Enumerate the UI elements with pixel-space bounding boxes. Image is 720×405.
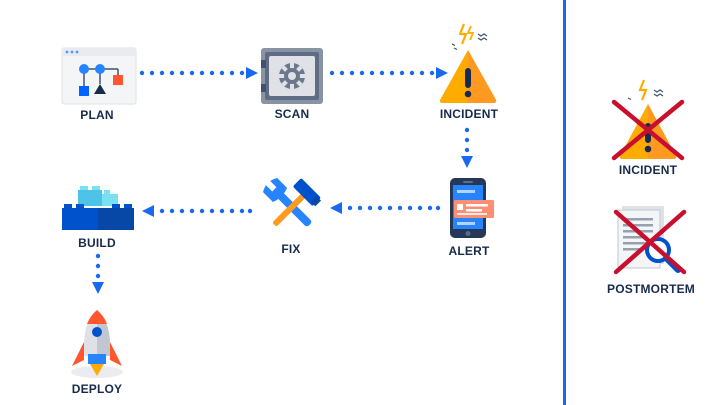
- vertical-divider: [563, 0, 566, 405]
- fix-label: FIX: [281, 242, 301, 256]
- alert-phone-icon: [450, 178, 494, 238]
- deploy-label: DEPLOY: [71, 382, 123, 396]
- arrow-alert-to-fix: [330, 202, 441, 214]
- arrow-plan-to-scan: [139, 67, 258, 79]
- arrow-build-to-deploy: [92, 253, 104, 294]
- incident-label: INCIDENT: [439, 107, 499, 121]
- arrow-scan-to-incident: [329, 67, 448, 79]
- deploy-rocket-icon: [71, 310, 123, 378]
- scan-vault-icon: [261, 48, 323, 104]
- arrow-fix-to-build: [142, 205, 253, 217]
- removed-incident-label: INCIDENT: [618, 163, 678, 177]
- scan-label: SCAN: [274, 107, 310, 121]
- arrow-incident-to-alert: [461, 127, 473, 168]
- plan-label: PLAN: [80, 108, 114, 122]
- plan-flowchart-icon: [61, 47, 137, 105]
- alert-label: ALERT: [448, 244, 490, 258]
- fix-tools-icon: [263, 178, 321, 227]
- build-label: BUILD: [78, 236, 116, 250]
- removed-incident-icon: [611, 79, 685, 161]
- removed-postmortem-icon: [613, 206, 687, 275]
- build-blocks-icon: [62, 186, 134, 230]
- removed-postmortem-label: POSTMORTEM: [607, 282, 695, 296]
- incident-warning-icon: [439, 23, 497, 103]
